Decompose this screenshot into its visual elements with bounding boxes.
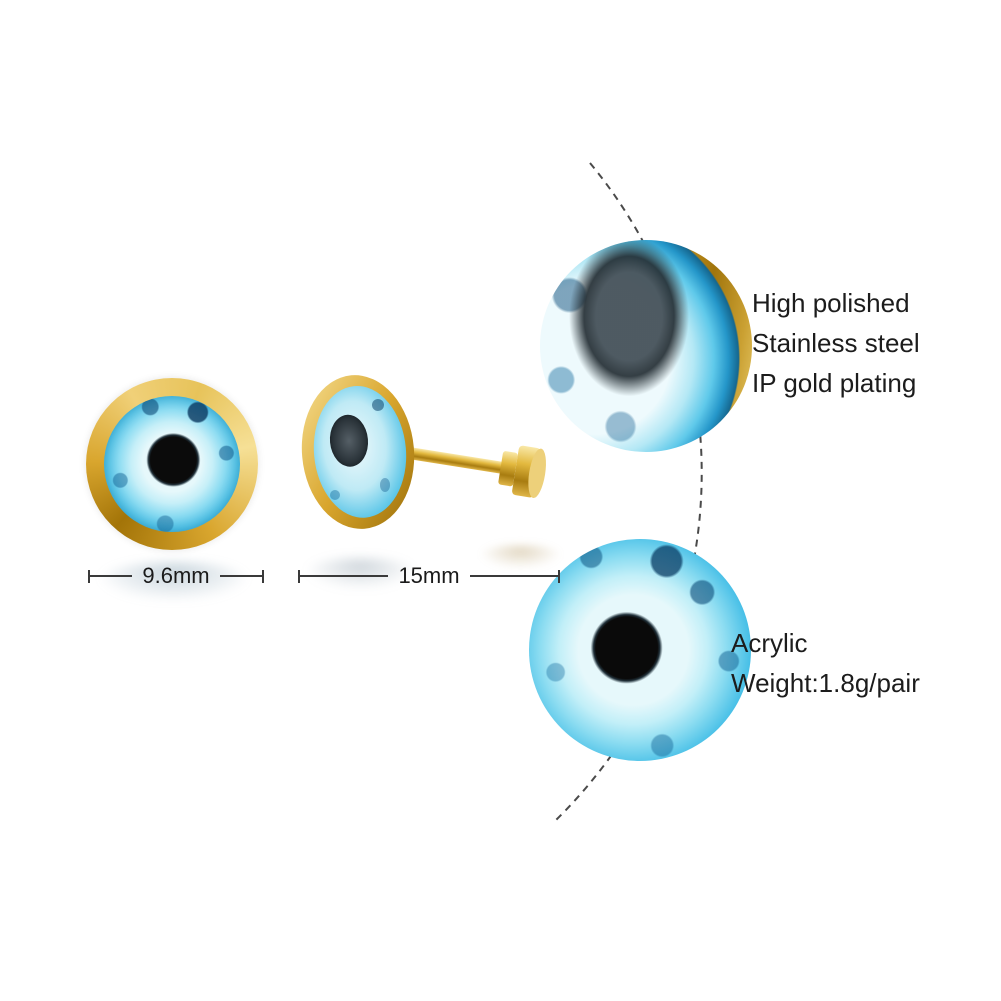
screwback-reflection (478, 545, 563, 569)
iris-speckle (330, 490, 340, 500)
earring-front-view (86, 378, 258, 550)
dimension-line (300, 575, 389, 577)
evil-eye-front-face (104, 396, 240, 532)
annotation-line: Stainless steel (752, 328, 920, 358)
annotation-line: IP gold plating (752, 368, 917, 398)
weight-annotation: Acrylic Weight:1.8g/pair (731, 623, 920, 703)
screwback-end-face (528, 448, 546, 499)
side-eye-pupil (329, 414, 369, 467)
dimension-tick-left (298, 569, 300, 583)
dimension-tick-right (558, 569, 560, 583)
earring-post-group (385, 444, 546, 499)
earring-post (385, 444, 511, 475)
iris-speckle (372, 399, 384, 411)
dimension-side-length: 15mm (298, 563, 560, 588)
dimension-label: 9.6mm (142, 563, 210, 588)
dimension-tick-left (88, 569, 90, 583)
dimension-tick-right (262, 569, 264, 583)
dimension-line (219, 575, 262, 577)
dimension-line (469, 575, 558, 577)
annotation-line: Acrylic (731, 628, 808, 658)
bezel-zoom-detail-circle (540, 240, 752, 452)
screwback-collar (498, 451, 518, 487)
dimension-label: 15mm (398, 563, 460, 588)
dimension-front-diameter: 9.6mm (88, 563, 264, 588)
dimension-line (90, 575, 133, 577)
iris-speckle (380, 478, 390, 492)
annotation-line: Weight:1.8g/pair (731, 668, 920, 698)
annotation-line: High polished (752, 288, 910, 318)
earring-side-view (301, 375, 546, 529)
material-annotation: High polished Stainless steel IP gold pl… (752, 283, 920, 403)
side-earring-reflection (303, 558, 418, 590)
front-earring-reflection (100, 562, 248, 600)
eye-zoom-detail-circle (529, 539, 751, 761)
